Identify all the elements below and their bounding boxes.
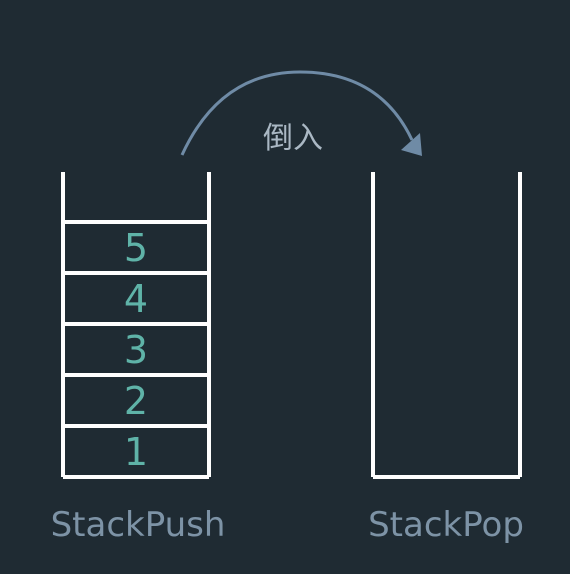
stack-push-dividers (63, 220, 209, 428)
stack-item: 1 (123, 430, 149, 474)
arrow-head-icon (401, 133, 422, 156)
stack-item: 3 (123, 328, 149, 372)
curved-arrow-icon (180, 70, 414, 156)
stack-item: 5 (123, 226, 149, 270)
stack-item: 2 (123, 379, 149, 423)
stack-pop-container (371, 172, 522, 479)
stack-pop-caption: StackPop (368, 505, 524, 545)
stack-push-caption: StackPush (50, 505, 226, 545)
stack-item: 4 (123, 277, 149, 321)
transfer-label: 倒入 (263, 121, 323, 156)
